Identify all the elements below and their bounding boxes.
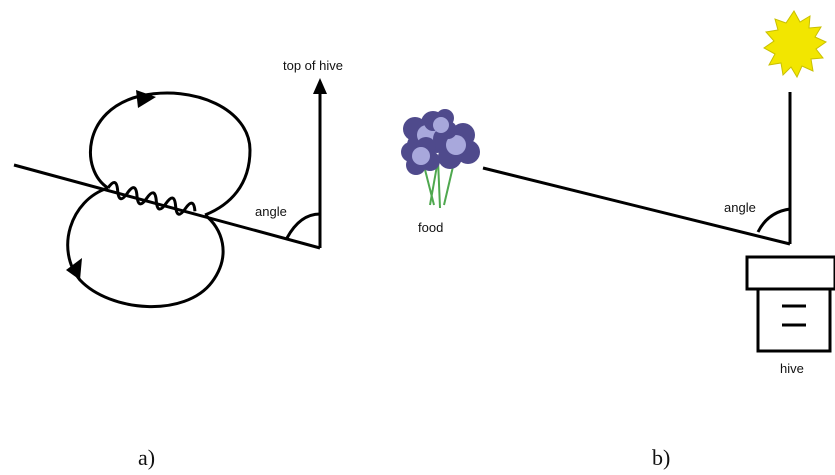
panel-a: top of hive angle a): [13, 58, 343, 470]
panel-b: food angle hive b): [401, 10, 835, 470]
beehive-icon: [745, 255, 835, 353]
dance-top-loop: [88, 91, 252, 217]
angle-label-a: angle: [255, 204, 287, 219]
dance-bottom-loop: [66, 186, 225, 309]
waggle-run: [106, 181, 197, 216]
angle-arc-b: [756, 207, 791, 233]
top-of-hive-label: top of hive: [283, 58, 343, 73]
panel-b-caption: b): [652, 445, 670, 470]
sun-icon: [763, 10, 828, 79]
food-label: food: [418, 220, 443, 235]
angle-label-b: angle: [724, 200, 756, 215]
top-of-hive-arrow-head-icon: [313, 78, 327, 94]
dance-direction-line: [13, 163, 321, 250]
top-loop-arrow-icon: [136, 90, 156, 108]
flower-bunch-icon: [401, 109, 480, 209]
bottom-loop-arrow-icon: [66, 258, 82, 280]
hive-label: hive: [780, 361, 804, 376]
angle-arc-a: [285, 212, 321, 239]
panel-a-caption: a): [138, 445, 155, 470]
food-direction-line: [482, 166, 791, 246]
